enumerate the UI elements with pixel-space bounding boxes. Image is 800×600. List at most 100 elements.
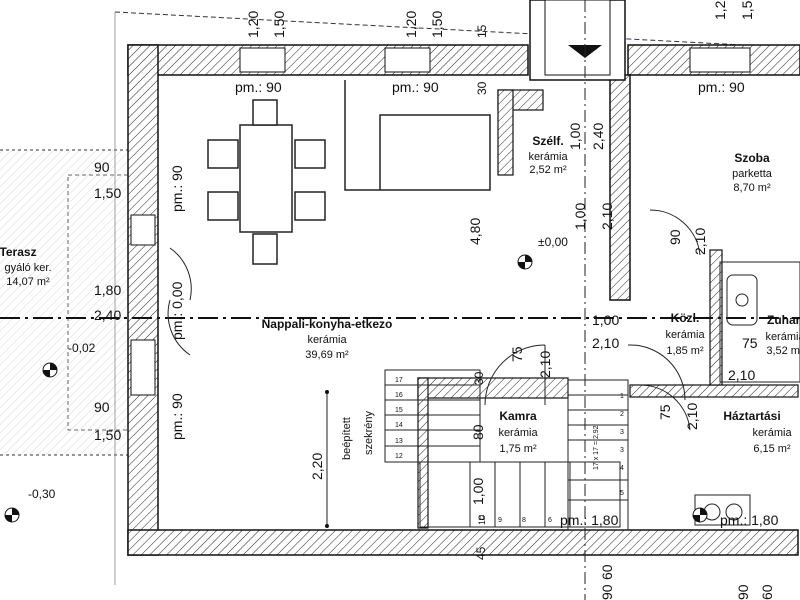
dimension-text: pm.: 0,00 xyxy=(169,281,185,340)
room-area-shower: 3,52 m² xyxy=(766,345,800,357)
dimension-text: pm.: 90 xyxy=(169,393,185,440)
room-area-terrace: 14,07 m² xyxy=(6,276,50,288)
dimension-text: 1,00 xyxy=(572,203,588,230)
dimension-text: 90 xyxy=(735,584,751,600)
dimension-text: 2,10 xyxy=(537,351,553,378)
chimney xyxy=(529,0,626,600)
room-area-living: 39,69 m² xyxy=(305,349,349,361)
dimension-text: 2,10 xyxy=(684,403,700,430)
stair-step: 11 xyxy=(478,515,485,522)
level-marker-icon xyxy=(4,507,20,523)
dimension-text: 2,20 xyxy=(309,453,325,480)
boundary-line xyxy=(114,11,800,49)
wardrobe-label: szekrény xyxy=(363,410,375,455)
room-floor-szelf: kerámia xyxy=(528,151,568,163)
room-name-utility: Háztartási xyxy=(723,409,780,423)
room-name-szelf: Szélf. xyxy=(532,134,563,148)
room-name-corridor: Közl. xyxy=(671,311,700,325)
stair-step: 4 xyxy=(620,465,624,472)
dimension-text: 15 xyxy=(475,24,489,38)
dimension-text: 75 xyxy=(742,335,758,351)
dimension-text: 45 xyxy=(474,546,488,560)
level-text: ±0,00 xyxy=(538,235,568,249)
dimension-text: 2,40 xyxy=(94,307,121,323)
dimension-text: 1,50 xyxy=(739,0,755,20)
room-floor-corridor: kerámia xyxy=(665,329,705,341)
stair-step: 12 xyxy=(395,453,403,460)
terrace-area xyxy=(0,149,139,456)
dimension-text: pm.: 90 xyxy=(698,79,745,95)
dimension-text: 1,20 xyxy=(403,11,419,38)
dimension-text: 30 xyxy=(472,371,486,385)
level-marker-icon xyxy=(692,507,708,523)
stair-step: 1 xyxy=(620,393,624,400)
dimension-text: 80 xyxy=(470,424,486,440)
stair-step: 17 xyxy=(395,377,403,384)
dimension-text: 1,20 xyxy=(712,0,728,20)
room-floor-terrace: gyáló ker. xyxy=(4,262,51,274)
dimension-text: 1,50 xyxy=(94,427,121,443)
dimension-text: 1,00 xyxy=(470,478,486,505)
stair-step: 13 xyxy=(395,438,403,445)
dining-table xyxy=(207,99,326,265)
dimension-text: 2,10 xyxy=(728,367,755,383)
room-floor-shower: kerámia xyxy=(765,331,800,343)
dimension-text: 2,40 xyxy=(590,123,606,150)
dimension-text: 60 xyxy=(599,564,615,580)
stair-step: 15 xyxy=(395,407,403,414)
stair-step: 3 xyxy=(620,447,624,454)
kitchen-counter xyxy=(344,80,491,191)
dimension-text: pm.: 90 xyxy=(169,165,185,212)
room-floor-storage: kerámia xyxy=(498,427,538,439)
room-name-living: Nappali-konyha-etkezo xyxy=(262,317,393,331)
dimension-text: 90 xyxy=(94,159,110,175)
room-area-bedroom: 8,70 m² xyxy=(733,182,771,194)
dimension-text: 10 xyxy=(477,515,487,525)
dimension-text: 30 xyxy=(475,81,489,95)
level-marker-icon xyxy=(517,254,533,270)
dimension-text: 2,10 xyxy=(599,203,615,230)
stair-dimension: 17 x 17 = 2,92 xyxy=(593,425,600,470)
stair-step: 16 xyxy=(395,392,403,399)
room-floor-bedroom: parketta xyxy=(732,168,773,180)
level-text: -0,02 xyxy=(68,341,96,355)
doors xyxy=(167,209,701,431)
room-area-szelf: 2,52 m² xyxy=(529,164,567,176)
room-floor-living: kerámia xyxy=(307,334,347,346)
stair-step: 6 xyxy=(548,517,552,524)
dimension-text: pm.: 90 xyxy=(235,79,282,95)
dimension-text: pm.: 90 xyxy=(392,79,439,95)
stair-step: 2 xyxy=(620,411,624,418)
dimension-text: 4,80 xyxy=(467,218,483,245)
stair-step: 8 xyxy=(522,517,526,524)
outer-walls xyxy=(127,44,800,556)
dimension-text: 2,10 xyxy=(692,228,708,255)
staircase xyxy=(384,369,629,531)
dimension-text: 1,20 xyxy=(245,11,261,38)
stair-step: 14 xyxy=(395,422,403,429)
room-area-storage: 1,75 m² xyxy=(499,443,537,455)
dimension-text: 1,00 xyxy=(567,123,583,150)
stair-step: 5 xyxy=(620,490,624,497)
room-name-bedroom: Szoba xyxy=(734,151,770,165)
dimension-text: 75 xyxy=(657,404,673,420)
windows xyxy=(130,47,751,396)
dimension-text: pm.: 1,80 xyxy=(720,512,779,528)
level-marker-icon xyxy=(42,362,58,378)
dimension-text: 1,80 xyxy=(94,282,121,298)
room-name-storage: Kamra xyxy=(499,409,537,423)
stair-step: 9 xyxy=(498,517,502,524)
interior-walls xyxy=(417,89,799,529)
dimension-text: 1,50 xyxy=(94,185,121,201)
dimension-text: 75 xyxy=(509,346,525,362)
stair-step: 3 xyxy=(620,429,624,436)
dimension-text: 90 xyxy=(599,584,615,600)
builtin-label: beépített xyxy=(341,417,353,460)
dimension-text: 90 xyxy=(667,229,683,245)
dimension-text: 60 xyxy=(759,584,775,600)
dimension-text: 1,50 xyxy=(271,11,287,38)
dimension-text: 1,50 xyxy=(429,11,445,38)
dimension-text: 1,00 xyxy=(592,312,619,328)
dimension-text: pm.: 1,80 xyxy=(560,512,619,528)
